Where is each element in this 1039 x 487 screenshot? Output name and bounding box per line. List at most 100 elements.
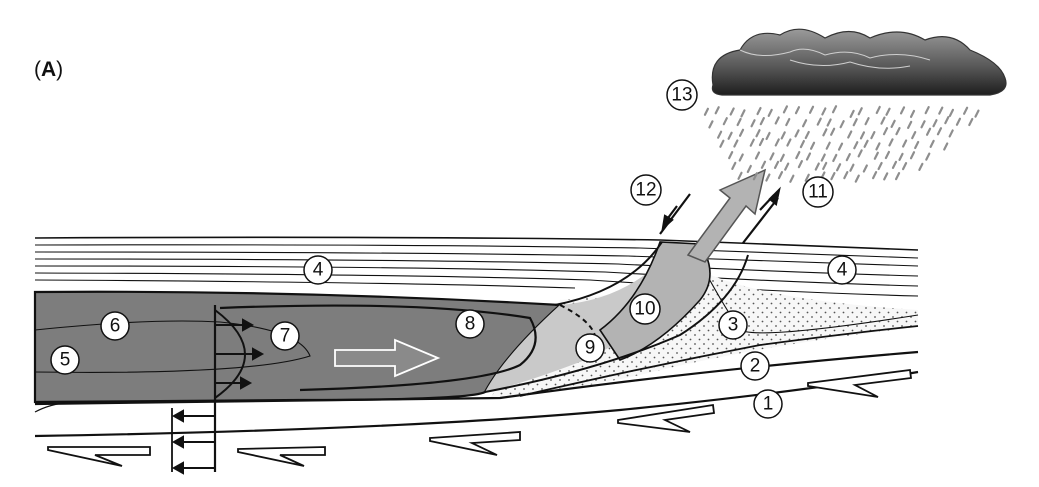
rain-streak — [795, 150, 801, 160]
rain-streak — [809, 141, 816, 150]
label-10: 10 — [629, 293, 661, 325]
rain-streak — [808, 105, 815, 114]
rain-streak — [943, 142, 949, 151]
rain-streak — [883, 172, 889, 181]
rain-streak — [760, 160, 767, 169]
rain-streak — [777, 171, 784, 180]
svg-text:12: 12 — [635, 180, 656, 201]
rain-streak — [731, 161, 737, 170]
rain-streak — [885, 107, 891, 116]
rain-streak — [830, 127, 836, 136]
shear-sense-arrows — [659, 186, 781, 244]
rain-streak — [901, 161, 908, 171]
rain-streak — [816, 117, 822, 126]
svg-text:11: 11 — [808, 182, 828, 203]
flow-direction-arrow — [334, 338, 441, 378]
rain-streak — [736, 117, 742, 127]
rain-streak — [714, 106, 720, 115]
rain-streak — [849, 163, 855, 172]
label-4-right: 4 — [827, 255, 857, 285]
rain-streak — [765, 173, 771, 182]
rain-streak — [717, 130, 723, 139]
conduit-inner-boundary — [484, 254, 749, 393]
rain-streak — [782, 105, 789, 114]
rain-streak — [909, 151, 916, 160]
rain-streak — [936, 127, 943, 136]
rain-streak — [852, 118, 858, 127]
rain-streak — [872, 171, 878, 180]
label-11: 11 — [802, 176, 834, 208]
rain-streak — [737, 171, 743, 180]
rain-streak — [820, 153, 826, 162]
rain-streak — [894, 172, 901, 181]
rain-streak — [821, 107, 827, 116]
rain-streak — [864, 117, 870, 126]
label-9: 9 — [575, 333, 605, 363]
dashed-boundary — [559, 304, 597, 356]
rain-streak — [822, 128, 828, 137]
svg-text:4: 4 — [837, 260, 848, 281]
rain-streak — [924, 106, 930, 115]
rain-streak — [794, 129, 800, 138]
rain-streak — [836, 163, 842, 172]
label-13: 13 — [666, 79, 698, 111]
rain-streak — [752, 172, 759, 181]
rain-streak — [884, 150, 891, 160]
rain-streak — [784, 162, 790, 171]
label-5: 5 — [50, 345, 80, 375]
rain-streak — [774, 138, 780, 147]
rain-streak — [822, 161, 828, 171]
rain-streak — [759, 117, 765, 126]
svg-text:1: 1 — [763, 394, 774, 415]
rain-streak — [750, 119, 756, 128]
rain-streak — [853, 141, 859, 150]
label-1: 1 — [753, 389, 783, 419]
rain-streak — [801, 119, 808, 128]
svg-text:10: 10 — [634, 299, 655, 320]
rain-streak — [779, 153, 785, 162]
rain-streak — [780, 131, 786, 140]
svg-text:5: 5 — [60, 350, 71, 371]
rain-streak — [738, 153, 744, 162]
rain-streak — [804, 173, 810, 182]
svg-text:3: 3 — [728, 315, 739, 336]
rain-streak — [746, 164, 752, 174]
svg-text:7: 7 — [280, 326, 291, 347]
rain-streak — [925, 127, 932, 136]
rain-streak — [805, 152, 812, 161]
panel-label: (A) — [34, 58, 64, 81]
rain-streak — [899, 106, 906, 115]
rain-streak — [857, 149, 863, 158]
rain-streak — [703, 107, 710, 116]
rain-streak — [862, 164, 868, 173]
label-2: 2 — [740, 351, 770, 381]
dark-mobile-body — [33, 290, 563, 404]
label-12: 12 — [630, 174, 662, 206]
base-line — [34, 350, 919, 406]
conduit-outer-boundary — [554, 241, 663, 306]
rain-streak — [755, 129, 761, 138]
rain-streak — [875, 105, 881, 115]
rain-streak — [944, 116, 950, 125]
rain-streak — [722, 117, 728, 126]
rain-streak — [895, 127, 901, 136]
rain-streak — [888, 138, 894, 147]
rain-streak — [749, 138, 755, 147]
rain-streak — [873, 151, 879, 160]
rain-streak — [814, 162, 820, 171]
rain-streak — [918, 162, 924, 171]
velocity-profile — [171, 305, 265, 475]
svg-text:6: 6 — [110, 316, 121, 337]
svg-text:13: 13 — [671, 85, 692, 106]
rain-streak — [929, 139, 935, 148]
label-3: 3 — [718, 310, 748, 340]
rain-streak — [804, 130, 810, 140]
rain-streak — [882, 127, 889, 136]
rain-streak — [786, 138, 792, 147]
rain-streak — [794, 106, 801, 115]
svg-text:9: 9 — [585, 338, 596, 359]
svg-text:8: 8 — [465, 314, 476, 335]
rain-streak — [839, 120, 845, 129]
upward-vent-arrow — [686, 168, 767, 263]
